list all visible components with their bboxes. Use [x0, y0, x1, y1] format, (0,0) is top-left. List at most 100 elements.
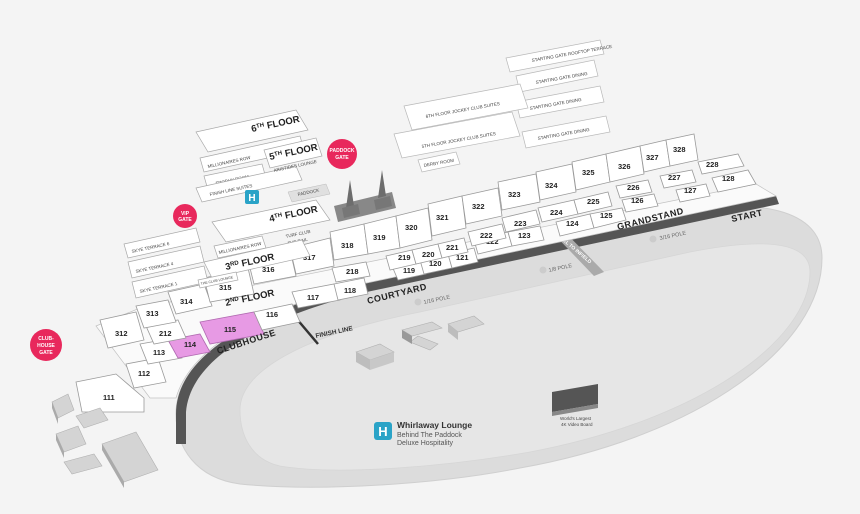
section-number: 314 — [180, 297, 193, 306]
gate-label: HOUSE — [37, 343, 55, 349]
section-number: 223 — [514, 219, 527, 228]
section-number: 315 — [219, 283, 232, 292]
hospitality-icon[interactable] — [245, 190, 259, 204]
pole-label: 3/16 POLE — [659, 230, 687, 242]
section-228[interactable] — [697, 153, 745, 175]
section-number: 112 — [138, 369, 150, 378]
section-322[interactable] — [461, 187, 503, 225]
spire — [346, 180, 354, 208]
section-123[interactable] — [507, 225, 545, 247]
section-number: 126 — [631, 196, 644, 205]
section-number: 226 — [627, 183, 640, 192]
section-number: 319 — [373, 233, 386, 242]
section-number: 116 — [266, 310, 278, 319]
pole-label: 1/8 POLE — [548, 263, 573, 274]
outbuilding — [75, 407, 109, 429]
outbuilding — [52, 402, 58, 424]
section-114[interactable] — [167, 333, 211, 359]
paddock-walkway — [287, 183, 331, 203]
infield-building — [370, 352, 394, 370]
section-324[interactable] — [535, 163, 577, 201]
section-number: 120 — [429, 259, 442, 268]
club-lounge[interactable] — [197, 271, 239, 289]
section-number: 121 — [456, 253, 469, 262]
lounge-line-2: Deluxe Hospitality — [397, 440, 454, 447]
third-floor-block[interactable] — [203, 239, 311, 279]
section-226[interactable] — [615, 179, 653, 199]
section-number: 127 — [684, 186, 697, 195]
gate-label: GATE — [335, 155, 349, 161]
section-number: 222 — [480, 231, 493, 240]
section-number: 221 — [446, 243, 459, 252]
fifth-floor-jockey-club[interactable] — [393, 111, 521, 159]
section-321[interactable] — [427, 195, 467, 237]
section-323[interactable] — [497, 173, 541, 211]
section-number: 125 — [600, 211, 613, 220]
fifth-floor-block[interactable] — [263, 137, 323, 169]
sixth-floor-jockey-club[interactable] — [403, 83, 529, 131]
starting-gate-dining-2[interactable] — [515, 85, 605, 119]
infield-building — [409, 335, 439, 351]
section-314[interactable] — [167, 283, 213, 315]
section-125[interactable] — [589, 207, 627, 229]
sixth-floor-block[interactable] — [195, 109, 309, 153]
clubhouse-gate-marker[interactable] — [30, 329, 62, 361]
section-number: 317 — [303, 253, 316, 262]
spire — [378, 170, 386, 198]
level-3-sections: 312 313 314 315 316 317 318 319 320 321 … — [99, 133, 699, 349]
section-118[interactable] — [333, 277, 369, 301]
suite-label: DERBY ROOM — [423, 158, 454, 168]
video-board-label: 4K Video Board — [561, 422, 593, 427]
section-number: 115 — [224, 325, 236, 334]
fourth-floor-block[interactable] — [211, 199, 331, 243]
section-328[interactable] — [665, 133, 699, 167]
section-number: 312 — [115, 329, 128, 338]
section-111[interactable] — [75, 373, 145, 413]
section-number: 224 — [550, 208, 563, 217]
section-227[interactable] — [659, 169, 697, 189]
section-312[interactable] — [99, 311, 145, 349]
outbuilding — [102, 444, 124, 488]
hospitality-icon-letter: H — [378, 424, 387, 439]
skye-terrace-6[interactable] — [123, 227, 201, 259]
section-number: 225 — [587, 197, 600, 206]
starting-gate-dining-3[interactable] — [521, 115, 611, 149]
section-number: 113 — [153, 348, 165, 357]
spire-base — [342, 204, 360, 218]
section-number: 322 — [472, 202, 485, 211]
section-126[interactable] — [621, 193, 659, 213]
section-115[interactable] — [199, 311, 265, 345]
pole-marker — [649, 235, 657, 243]
gate-label: VIP — [181, 211, 190, 217]
section-116[interactable] — [253, 303, 301, 331]
section-225[interactable] — [573, 191, 613, 215]
pole-label: 1/16 POLE — [423, 294, 451, 306]
section-128[interactable] — [711, 169, 757, 193]
section-223[interactable] — [501, 209, 541, 233]
paddock-gate-marker[interactable] — [327, 139, 357, 169]
section-221[interactable] — [437, 237, 469, 259]
outbuilding — [51, 393, 75, 419]
section-326[interactable] — [605, 145, 645, 183]
section-127[interactable] — [675, 183, 711, 203]
section-320[interactable] — [395, 207, 433, 249]
section-number: 228 — [706, 160, 719, 169]
section-218[interactable] — [331, 261, 371, 283]
hospitality-icon[interactable] — [374, 422, 392, 440]
section-number: 327 — [646, 153, 659, 162]
turf-club-label: TURF CLUB — [285, 229, 311, 239]
pole-marker — [414, 298, 422, 306]
section-number: 212 — [159, 329, 172, 338]
video-board-base — [552, 404, 598, 416]
finish-line-suites[interactable] — [195, 165, 303, 203]
section-313[interactable] — [135, 299, 177, 329]
section-number: 323 — [508, 190, 521, 199]
derby-room[interactable] — [417, 151, 461, 173]
vip-gate-marker[interactable] — [173, 204, 197, 228]
suite-label: THE CLUB LOUNGE — [200, 275, 234, 286]
section-number: 118 — [344, 286, 356, 295]
lounge-line-1: Behind The Paddock — [397, 432, 462, 439]
section-222[interactable] — [467, 223, 507, 247]
starting-gate-rooftop[interactable] — [505, 39, 605, 73]
